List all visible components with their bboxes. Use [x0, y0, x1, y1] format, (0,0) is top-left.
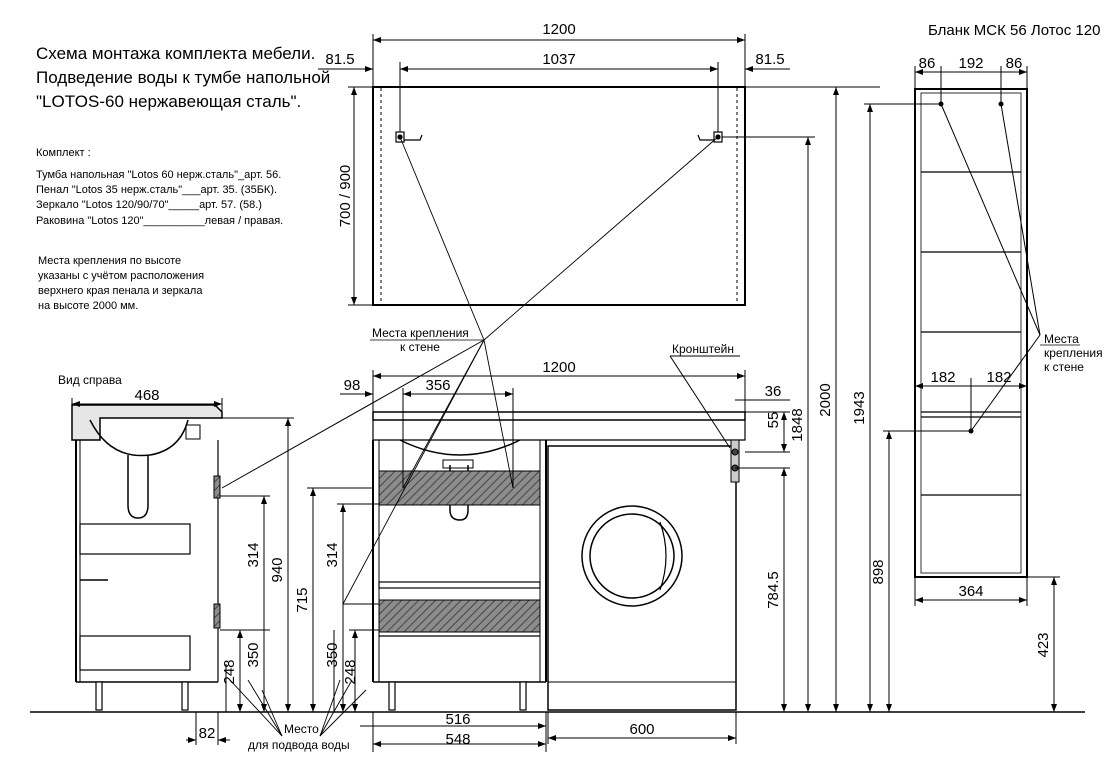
mounting-note-line: указаны с учётом расположения: [38, 270, 205, 282]
dim-mirror-hook-span: 1037: [542, 51, 575, 68]
dim-penal-base: 423: [1035, 632, 1052, 657]
mount-label-line: Места крепления: [372, 326, 469, 340]
penal-mount-label-line: крепления: [1044, 346, 1103, 360]
dim-penal-mount-height: 898: [870, 559, 887, 584]
dim-front-bracket-height: 784.5: [765, 571, 782, 609]
dim-penal-top-height: 1943: [851, 391, 868, 424]
form-id: Бланк МСК 56 Лотос 120: [928, 22, 1101, 39]
dim-front-left-offset: 98: [344, 377, 361, 394]
penal-outline: [914, 88, 1028, 578]
side-view-dimension-lines: [71, 339, 485, 745]
side-view-cabinet: [71, 404, 223, 711]
dim-front-width: 1200: [542, 359, 575, 376]
water-label-line: Место: [284, 722, 319, 736]
diagram-title-line-3: "LOTOS-60 нержавеющая сталь".: [36, 92, 302, 111]
water-label-line: для подвода воды: [248, 738, 350, 752]
dim-front-mount-span: 356: [425, 377, 450, 394]
diagram-title-line-1: Схема монтажа комплекта мебели.: [36, 44, 316, 63]
penal-mount-label-line: к стене: [1044, 360, 1084, 374]
dim-side-depth: 468: [134, 387, 159, 404]
dim-mirror-right-offset: 81.5: [755, 51, 784, 68]
kit-heading: Комплект :: [36, 147, 91, 159]
dim-penal-mid-right: 182: [986, 369, 1011, 386]
water-callout-lines: [229, 679, 367, 737]
dim-front-516: 516: [445, 711, 470, 728]
mount-label-line: к стене: [400, 340, 440, 354]
dim-side-water-248: 248: [221, 659, 238, 684]
diagram-title-line-2: Подведение воды к тумбе напольной: [36, 68, 331, 87]
mirror-dimension-lines: [318, 34, 880, 306]
dim-front-lower-mount: 314: [324, 542, 341, 567]
dim-front-water-248: 248: [342, 659, 359, 684]
mirror-hook-right: [697, 131, 723, 143]
front-view-hatched-panels: [378, 470, 541, 633]
penal-mount-label-line: Места: [1044, 332, 1079, 346]
dim-front-top-height: 2000: [817, 383, 834, 416]
dim-penal-width: 364: [958, 583, 983, 600]
dim-penal-left-offset: 86: [919, 55, 936, 72]
bracket-label: Кронштейн: [672, 342, 734, 356]
mirror-outline: [372, 86, 746, 306]
penal-dimension-lines: [864, 66, 1060, 712]
dim-mirror-height: 700 / 900: [337, 165, 354, 228]
dim-front-upper-mount: 715: [294, 587, 311, 612]
kit-item: Пенал "Lotos 35 нерж.сталь"___арт. 35. (…: [36, 184, 278, 196]
dim-side-lower-mount: 314: [245, 542, 262, 567]
dim-front-bracket-gap: 55: [765, 412, 782, 429]
front-view-countertop: [372, 411, 746, 521]
dim-penal-right-offset: 86: [1006, 55, 1023, 72]
kit-item: Тумба напольная "Lotos 60 нерж.сталь"_ар…: [36, 169, 282, 181]
bracket: [730, 439, 740, 483]
kit-item: Раковина "Lotos 120"__________левая / пр…: [36, 215, 284, 227]
dim-mirror-width: 1200: [542, 21, 575, 38]
dim-side-water-350: 350: [245, 642, 262, 667]
dim-mirror-left-offset: 81.5: [325, 51, 354, 68]
mounting-note-line: Места крепления по высоте: [38, 255, 182, 267]
dim-side-height: 940: [269, 557, 286, 582]
side-view-wall-brackets: [213, 475, 221, 629]
dim-front-548: 548: [445, 731, 470, 748]
mirror-hook-left: [395, 131, 423, 143]
mounting-note-line: верхнего края пенала и зеркала: [38, 285, 203, 297]
dim-side-water-offset: 82: [199, 725, 216, 742]
dim-front-bracket-offset: 36: [765, 383, 782, 400]
washing-machine: [547, 445, 737, 711]
dim-front-mirror-mount: 1848: [789, 408, 806, 441]
dim-penal-mid-left: 182: [930, 369, 955, 386]
mount-callout-lines: [342, 136, 719, 605]
mounting-note-line: на высоте 2000 мм.: [38, 300, 139, 312]
front-view-dimension-lines: [307, 87, 839, 752]
side-view-label: Вид справа: [58, 373, 122, 387]
dim-front-water-350: 350: [324, 642, 341, 667]
dim-penal-hook-span: 192: [958, 55, 983, 72]
kit-item: Зеркало "Lotos 120/90/70"_____арт. 57. (…: [36, 199, 262, 211]
dim-front-washer-width: 600: [629, 721, 654, 738]
